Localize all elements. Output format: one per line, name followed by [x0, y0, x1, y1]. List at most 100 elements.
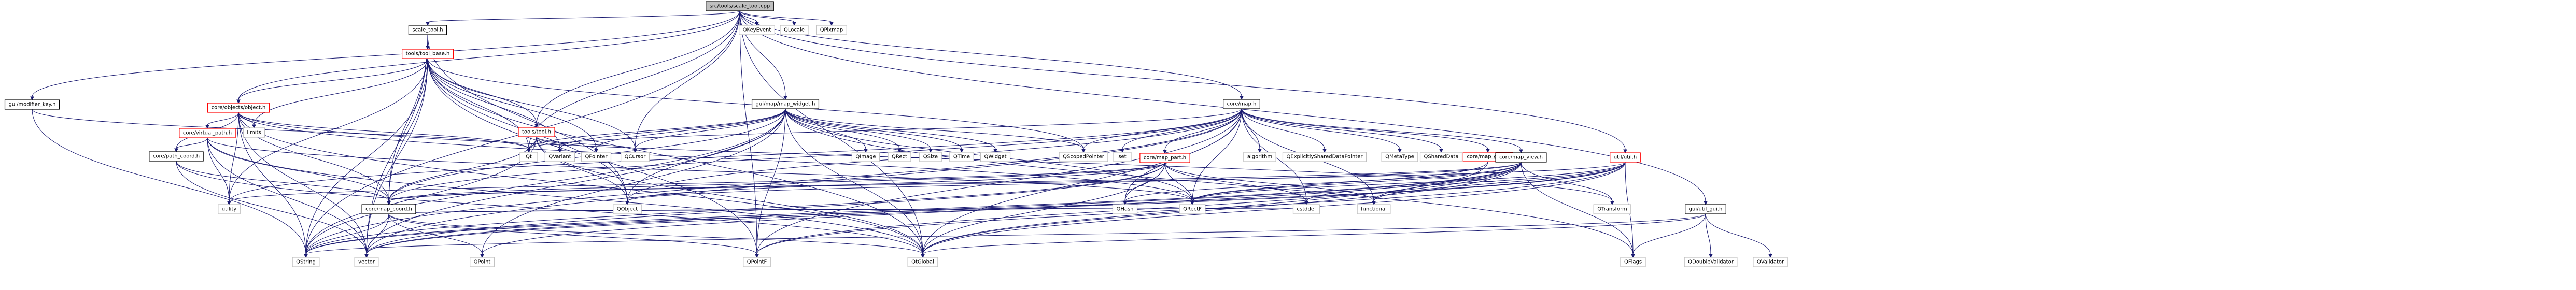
node-box — [816, 25, 847, 35]
node-map_part_h[interactable]: core/map_part.h — [1139, 153, 1190, 163]
node-box — [354, 257, 379, 267]
node-label: core/map_part.h — [1144, 155, 1186, 161]
edge-line — [922, 162, 1165, 255]
node-label: core/map_coord.h — [365, 207, 412, 212]
node-label: QString — [296, 259, 316, 265]
edge-map_widget_h-to-QScopedPointer — [785, 108, 1086, 153]
edge-line — [1241, 108, 1442, 150]
node-map_coord_h[interactable]: core/map_coord.h — [361, 204, 416, 214]
node-label: QVariant — [548, 154, 571, 160]
node-QSharedData: QSharedData — [1419, 152, 1463, 162]
edge-line — [207, 137, 389, 202]
node-label: vector — [358, 259, 375, 265]
node-box — [1139, 153, 1190, 163]
edge-line — [559, 108, 786, 150]
edge-line — [739, 10, 757, 255]
node-tool_h[interactable]: tools/tool.h — [518, 127, 555, 137]
node-QRectF: QRectF — [1179, 204, 1206, 214]
node-label: tools/tool.h — [522, 129, 551, 135]
node-modifier_key_h[interactable]: gui/modifier_key.h — [4, 99, 60, 110]
edge-modifier_key_h-to-Qt — [32, 109, 531, 153]
edge-line — [238, 10, 740, 100]
node-label: QLocale — [784, 27, 805, 33]
node-tool_base_h[interactable]: tools/tool_base.h — [401, 49, 454, 59]
edge-map_view_h-to-QObject — [625, 162, 1522, 206]
edge-line — [388, 108, 1242, 202]
edge-line — [305, 58, 428, 255]
arrowhead — [1439, 149, 1443, 153]
node-box — [401, 49, 454, 59]
node-label: QTransform — [1597, 207, 1627, 212]
node-QLocale: QLocale — [780, 25, 809, 35]
node-scale_tool_h[interactable]: scale_tool.h — [408, 25, 447, 35]
node-label: QPoint — [474, 259, 491, 265]
edge-util_gui_h-to-QString — [304, 213, 1706, 258]
node-virtual_path_h[interactable]: core/virtual_path.h — [179, 128, 236, 138]
node-QSize: QSize — [919, 152, 942, 162]
edge-line — [756, 108, 1242, 255]
node-QPointer: QPointer — [581, 152, 612, 162]
node-box — [179, 128, 236, 138]
edge-line — [1241, 108, 1325, 150]
edge-line — [238, 112, 389, 202]
arrowhead — [792, 22, 796, 26]
node-QFlags: QFlags — [1620, 257, 1646, 267]
edge-line — [1241, 108, 1522, 150]
node-box — [613, 204, 642, 214]
node-root[interactable]: src/tools/scale_tool.cpp — [706, 1, 774, 11]
edge-root-to-map_widget_h — [739, 10, 787, 100]
node-path_coord_h[interactable]: core/path_coord.h — [149, 151, 204, 162]
node-box — [1685, 204, 1726, 214]
edge-line — [176, 161, 923, 255]
edge-root-to-QCursor — [633, 10, 740, 153]
edge-line — [388, 136, 537, 202]
node-QCursor: QCursor — [621, 152, 650, 162]
edge-line — [1192, 162, 1626, 202]
node-box — [907, 257, 938, 267]
edge-map_widget_h-to-QWidget — [785, 108, 997, 153]
node-label: core/map_view.h — [1499, 155, 1543, 161]
edge-util_h-to-functional — [1372, 162, 1626, 206]
node-label: limits — [247, 130, 261, 136]
node-box — [949, 152, 974, 162]
edge-line — [1705, 213, 1711, 255]
edge-object_h-to-utility — [227, 112, 239, 206]
arrowhead — [783, 96, 787, 100]
node-box — [470, 257, 495, 267]
edge-line — [176, 161, 367, 255]
edge-line — [388, 162, 1522, 202]
node-map_view_h[interactable]: core/map_view.h — [1495, 152, 1547, 163]
edge-line — [627, 162, 1165, 202]
node-box — [706, 1, 774, 11]
arrowhead — [205, 125, 209, 129]
edge-line — [229, 112, 239, 202]
arrowhead — [1120, 149, 1124, 153]
arrowhead — [755, 254, 759, 258]
node-object_h[interactable]: core/objects/object.h — [207, 103, 270, 113]
arrowhead — [1610, 201, 1614, 206]
node-box — [361, 204, 416, 214]
node-map_h[interactable]: core/map.h — [1223, 99, 1260, 109]
arrowhead — [1258, 149, 1262, 153]
edge-map_widget_h-to-QImage — [785, 108, 868, 153]
node-util_h[interactable]: util/util.h — [1610, 152, 1641, 163]
edge-line — [388, 162, 1165, 202]
node-QKeyEvent: QKeyEvent — [739, 25, 775, 35]
node-label: gui/modifier_key.h — [9, 102, 56, 108]
edge-line — [1124, 162, 1522, 202]
edge-virtual_path_h-to-map_coord_h — [207, 137, 391, 206]
node-util_gui_h[interactable]: gui/util_gui.h — [1685, 204, 1726, 214]
node-box — [544, 152, 575, 162]
node-box — [1292, 204, 1320, 214]
arrowhead — [364, 254, 369, 258]
arrowhead — [1190, 201, 1194, 206]
arrowhead — [1519, 149, 1523, 154]
edge-line — [1164, 162, 1374, 202]
edge-util_h-to-QRectF — [1190, 162, 1626, 206]
edge-line — [739, 10, 795, 23]
node-label: QPointF — [747, 259, 767, 265]
node-map_widget_h[interactable]: gui/map/map_widget.h — [751, 99, 820, 109]
edge-map_coord_h-to-QString — [304, 213, 389, 258]
arrowhead — [387, 201, 391, 206]
edge-util_gui_h-to-QtGlobal — [921, 213, 1706, 258]
